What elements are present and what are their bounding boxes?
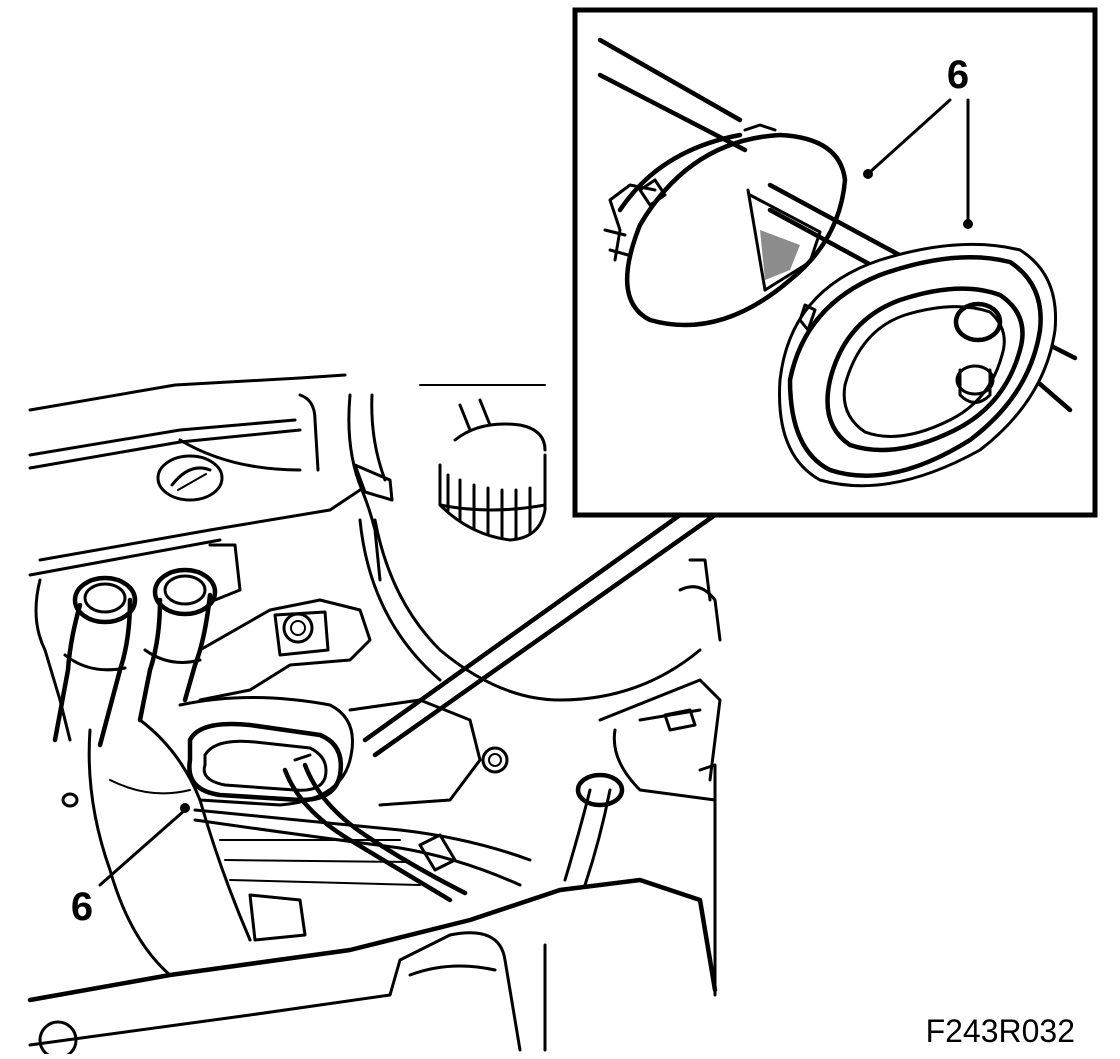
engine-bay-main-view [27, 373, 722, 1059]
bottom-cover-rail [27, 877, 718, 1059]
inset-callout-label: 6 [947, 53, 969, 97]
reservoir-body [347, 393, 702, 702]
inset-leader-lines [362, 512, 718, 758]
oil-filler-cap [156, 454, 224, 502]
bulkhead-panel [178, 696, 509, 807]
coolant-reservoir-cap [438, 398, 547, 542]
lower-left-hose [61, 718, 252, 977]
heater-hoses [34, 543, 242, 748]
brake-line-pipe [563, 678, 722, 887]
grommet-right [778, 242, 1058, 488]
mounting-bracket-bolt [198, 598, 372, 702]
main-callout-leader [98, 803, 190, 887]
wiring-harness [193, 753, 532, 903]
right-side-components [612, 558, 722, 997]
main-callout-label: 6 [71, 885, 93, 929]
grommet-detail-inset [572, 7, 1098, 518]
inset-callout-leaders [863, 98, 973, 229]
grommet-half-left [603, 123, 848, 328]
figure-code-label: F243R032 [926, 1013, 1075, 1049]
lower-structure [219, 839, 421, 942]
engine-cover-upper [28, 373, 546, 577]
